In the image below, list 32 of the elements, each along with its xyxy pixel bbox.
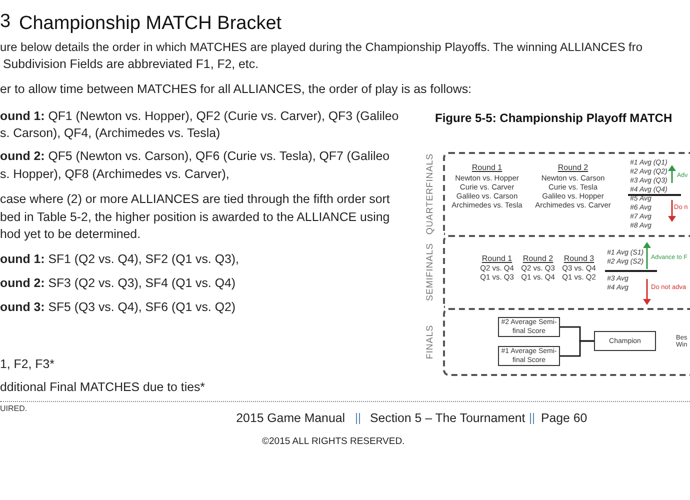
- round-heading: Round 2: [522, 255, 554, 263]
- stage-label: QUARTERFINALS: [423, 152, 436, 234]
- footer-text: Section 5 – The Tournament: [370, 411, 526, 426]
- body-text: ound 1: SF1 (Q2 vs. Q4), SF2 (Q1 vs. Q3),: [0, 252, 239, 268]
- round-heading: Round 1: [482, 255, 512, 263]
- body-text: ound 3: SF5 (Q3 vs. Q4), SF6 (Q1 vs. Q2): [0, 300, 236, 316]
- footer-text: Page 60: [541, 411, 588, 426]
- bracket-connector: [560, 340, 594, 357]
- body-text: bed in Table 5-2, the higher position is awarded to the ALLIANCE using: [0, 210, 390, 226]
- body-text: s. Carson), QF4, (Archimedes vs. Tesla): [0, 126, 220, 142]
- body-text: case where (2) or more ALLIANCES are tied through the fifth order sort: [0, 192, 390, 208]
- body-text: UIRED.: [0, 404, 28, 414]
- figure-caption: Figure 5-5: Championship Playoff MATCH: [435, 111, 672, 126]
- copyright-text: ©2015 ALL RIGHTS RESERVED.: [262, 436, 405, 448]
- body-text: er to allow time between MATCHES for all ALLIANCES, the order of play is as follows:: [0, 82, 472, 98]
- body-text: ound 2: QF5 (Newton vs. Carson), QF6 (Curie vs. Tesla), QF7 (Galileo: [0, 149, 390, 164]
- stage-label: SEMIFINALS: [423, 242, 436, 300]
- stage-label: FINALS: [423, 324, 436, 360]
- body-text: hod yet to be determined.: [0, 227, 141, 242]
- body-text: dditional Final MATCHES due to ties*: [0, 380, 205, 396]
- title: Championship MATCH Bracket: [19, 12, 282, 36]
- round-heading: Round 1: [472, 164, 502, 172]
- body-text: ound 1: QF1 (Newton vs. Hopper), QF2 (Curie vs. Carver), QF3 (Galileo: [0, 109, 399, 124]
- body-text: s. Hopper), QF8 (Archimedes vs. Carver),: [0, 167, 230, 182]
- section-number: 3: [0, 10, 11, 34]
- body-text: ure below details the order in which MATCHES are played during the Championship Playoffs. The winning ALLIANCES fro: [0, 40, 642, 55]
- body-text: ound 2: SF3 (Q2 vs. Q3), SF4 (Q1 vs. Q4): [0, 276, 236, 292]
- body-text: 1, F2, F3*: [0, 357, 54, 372]
- footer-text: 2015 Game Manual: [235, 411, 345, 426]
- round-heading: Round 2: [558, 164, 588, 172]
- round-heading: Round 3: [564, 255, 594, 263]
- body-text: Subdivision Fields are abbreviated F1, F2, etc.: [3, 57, 259, 72]
